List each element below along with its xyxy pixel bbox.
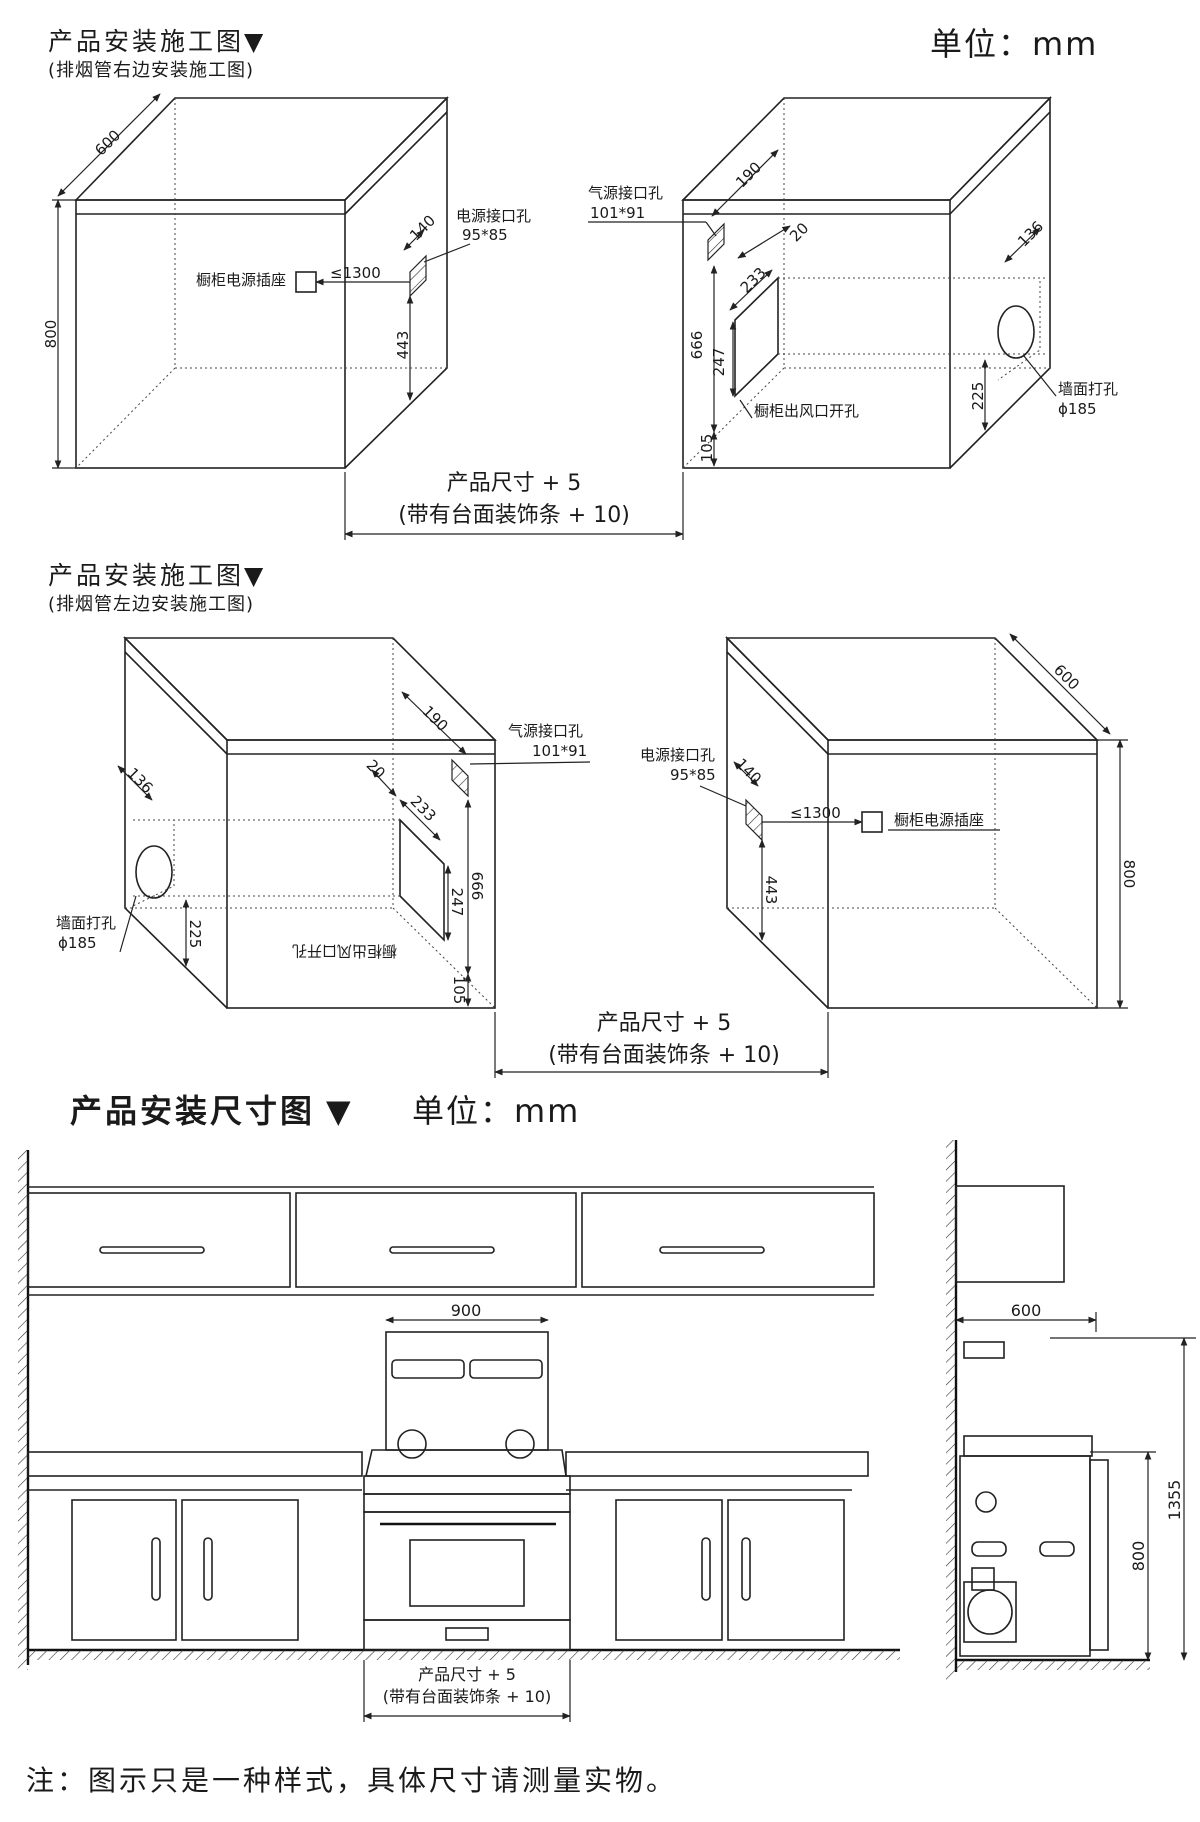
wall-hole-icon xyxy=(135,845,173,899)
s2-dim-line1: 产品尺寸 + 5 xyxy=(597,1011,731,1036)
s2-wall-dia: ϕ185 xyxy=(58,934,97,952)
gas-hole-icon xyxy=(451,758,469,798)
burner-icon xyxy=(505,1429,535,1459)
upper-cabinet-1 xyxy=(27,1192,291,1288)
section2-title: 产品安装施工图▼ xyxy=(48,561,266,590)
burner-icon xyxy=(397,1429,427,1459)
section1-unit: 单位：mm xyxy=(930,25,1098,63)
wall-hole-icon xyxy=(997,305,1035,359)
s2-right-height: 800 xyxy=(1120,860,1138,889)
s2-vent-offset: 20 xyxy=(363,756,389,782)
s2-left-cabinet: 190 气源接口孔 101*91 20 233 666 247 105 橱柜出风… xyxy=(56,636,591,1009)
s1-power-height: 443 xyxy=(394,331,412,360)
s1-left-cabinet: 600 800 橱柜电源插座 ≤1300 140 电源接口孔 95*85 443 xyxy=(42,93,531,469)
section1-title: 产品安装施工图▼ xyxy=(48,27,266,56)
stove-backpanel xyxy=(385,1331,549,1451)
s1-socket-distance: ≤1300 xyxy=(330,264,381,282)
s3-dim-line2: (带有台面装饰条 + 10) xyxy=(383,1687,551,1706)
s1-right-cabinet: 气源接口孔 101*91 190 20 233 666 247 105 橱柜出风… xyxy=(588,96,1118,469)
s1-left-height: 800 xyxy=(42,320,60,349)
s1-vent-height: 247 xyxy=(710,348,728,377)
oven-door xyxy=(363,1511,571,1621)
side-wall-hole-icon xyxy=(967,1589,1013,1635)
s2-dim-line2: (带有台面装饰条 + 10) xyxy=(548,1043,780,1068)
s3-width-dimension: 900 产品尺寸 + 5 (带有台面装饰条 + 10) xyxy=(363,1301,571,1722)
s2-socket-distance: ≤1300 xyxy=(790,804,841,822)
s1-dim-line1: 产品尺寸 + 5 xyxy=(447,471,581,496)
side-view: 600 1355 800 xyxy=(946,1140,1196,1680)
s1-power-label: 电源接口孔 xyxy=(456,207,531,225)
s2-gas-size: 101*91 xyxy=(532,742,587,760)
s2-power-height: 443 xyxy=(762,876,780,905)
section2-subtitle: (排烟管左边安装施工图) xyxy=(48,594,254,615)
side-upper-cabinet xyxy=(955,1185,1065,1283)
s2-wall-height: 225 xyxy=(186,920,204,949)
s1-vent-bottom: 105 xyxy=(698,434,716,463)
integrated-stove xyxy=(363,1331,571,1651)
s2-socket-label: 橱柜电源插座 xyxy=(894,811,984,829)
section3-unit: 单位：mm xyxy=(412,1092,580,1130)
kitchen-elevation xyxy=(18,1150,900,1670)
s1-vent-offset: 20 xyxy=(786,219,812,245)
s2-power-size: 95*85 xyxy=(670,766,716,784)
s2-vent-height: 247 xyxy=(448,888,466,917)
upper-cabinet-3 xyxy=(581,1192,875,1288)
section3-header: 产品安装尺寸图 ▼ 单位：mm xyxy=(70,1092,580,1130)
s1-product-dimension: 产品尺寸 + 5 (带有台面装饰条 + 10) xyxy=(344,471,684,540)
power-hole-icon xyxy=(409,254,427,298)
s1-power-size: 95*85 xyxy=(462,226,508,244)
section1-subtitle: (排烟管右边安装施工图) xyxy=(48,60,254,81)
s3-dim-line1: 产品尺寸 + 5 xyxy=(418,1665,516,1684)
power-hole-icon xyxy=(745,798,763,842)
s1-vent-label: 橱柜出风口开孔 xyxy=(754,402,859,420)
s3-side-total: 1355 xyxy=(1165,1480,1184,1521)
s3-side-depth: 600 xyxy=(1011,1301,1042,1320)
s1-wall-height: 225 xyxy=(969,382,987,411)
s1-gas-label: 气源接口孔 xyxy=(588,184,663,202)
s2-vent-label: 橱柜出风口开孔 xyxy=(292,942,397,960)
section3-title-arrow: ▼ xyxy=(326,1092,354,1130)
s2-right-depth: 600 xyxy=(1050,661,1083,694)
gas-hole-icon xyxy=(707,222,725,262)
socket-icon xyxy=(861,811,883,833)
s2-power-offset: 140 xyxy=(732,755,765,788)
s2-wall-label: 墙面打孔 xyxy=(56,914,116,932)
footer-note: 注：图示只是一种样式，具体尺寸请测量实物。 xyxy=(26,1764,677,1797)
s1-socket-label: 橱柜电源插座 xyxy=(196,271,286,289)
s1-dim-line2: (带有台面装饰条 + 10) xyxy=(398,503,630,528)
s3-width: 900 xyxy=(451,1301,482,1320)
section3-title: 产品安装尺寸图 xyxy=(70,1092,315,1130)
socket-icon xyxy=(295,271,317,293)
s2-right-cabinet: 600 800 电源接口孔 95*85 140 ≤1300 橱柜电源插座 443 xyxy=(640,633,1138,1009)
s1-gas-offset: 190 xyxy=(732,158,765,191)
s2-product-dimension: 产品尺寸 + 5 (带有台面装饰条 + 10) xyxy=(494,1011,829,1078)
stove-hob xyxy=(364,1449,567,1477)
s1-wall-label: 墙面打孔 xyxy=(1058,380,1118,398)
s2-vent-width: 233 xyxy=(407,792,440,825)
s1-gas-size: 101*91 xyxy=(590,204,645,222)
s2-gas-offset: 190 xyxy=(419,702,452,735)
s3-side-counter: 800 xyxy=(1129,1541,1148,1572)
s1-power-offset: 140 xyxy=(406,212,439,245)
section2-header: 产品安装施工图▼ (排烟管左边安装施工图) xyxy=(48,561,266,615)
s1-wall-dia: ϕ185 xyxy=(1058,400,1097,418)
s2-power-label: 电源接口孔 xyxy=(640,746,715,764)
upper-cabinet-2 xyxy=(295,1192,577,1288)
s1-wall-offset: 136 xyxy=(1014,218,1047,251)
s1-vent-top: 666 xyxy=(688,331,706,360)
s2-vent-bottom: 105 xyxy=(450,976,468,1005)
s2-gas-label: 气源接口孔 xyxy=(508,722,583,740)
s2-wall-offset: 136 xyxy=(124,764,157,797)
section1-header: 产品安装施工图▼ (排烟管右边安装施工图) 单位：mm xyxy=(48,25,1098,81)
s2-vent-top: 666 xyxy=(468,872,486,901)
